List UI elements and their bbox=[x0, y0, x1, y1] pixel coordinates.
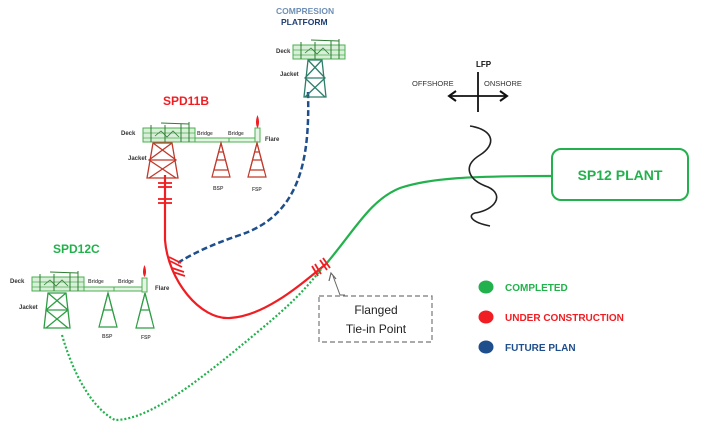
spd12c-deck-icon bbox=[31, 270, 85, 292]
spd12c-deck-label: Deck bbox=[10, 279, 25, 285]
spd11b-title: SPD11B bbox=[163, 94, 209, 108]
spd12c-flare-label: Flare bbox=[155, 286, 170, 292]
under-construction-pipeline bbox=[163, 175, 327, 320]
spd11b-fsp-label: FSP bbox=[252, 187, 262, 193]
spd12c-bsp-label: BSP bbox=[102, 334, 113, 340]
spd11b-platform: SPD11B Deck Jacket Bridge Bridge Flare B… bbox=[121, 94, 280, 193]
completed-pipeline bbox=[325, 174, 554, 265]
legend-label-completed: COMPLETED bbox=[505, 283, 568, 294]
offshore-arrow-icon bbox=[447, 90, 457, 102]
spd12c-bridge-icon bbox=[83, 277, 148, 293]
spd12c-flare-icon bbox=[142, 265, 147, 277]
spd11b-bsp-label: BSP bbox=[213, 186, 224, 192]
legend-swatch-under-construction bbox=[478, 310, 494, 324]
offshore-label: OFFSHORE bbox=[412, 79, 454, 88]
spd11b-jacket-label: Jacket bbox=[128, 156, 147, 162]
break-line-icon bbox=[468, 125, 498, 227]
spd12c-platform: SPD12C Deck Jacket Bridge Bridge Flare B… bbox=[10, 242, 170, 341]
spd12c-fsp-label: FSP bbox=[141, 335, 151, 341]
spd11b-bridge1-label: Bridge bbox=[197, 131, 213, 137]
callout-box bbox=[318, 295, 433, 343]
spd11b-deck-label: Deck bbox=[121, 131, 136, 137]
compression-deck-icon bbox=[292, 38, 346, 60]
spd12c-bridge2-label: Bridge bbox=[118, 279, 134, 285]
spd11b-bsp-icon bbox=[211, 140, 231, 178]
legend-label-under-construction: UNDER CONSTRUCTION bbox=[505, 313, 624, 324]
completed-dotted-pipeline bbox=[60, 267, 323, 422]
legend-swatch-completed bbox=[478, 280, 494, 294]
spd11b-deck-icon bbox=[142, 121, 196, 143]
compression-title-line1: COMPRESION bbox=[276, 6, 334, 16]
legend-swatch-future-plan bbox=[478, 340, 494, 354]
sp12-plant: SP12 PLANT bbox=[551, 148, 689, 201]
compression-jacket-icon bbox=[303, 59, 327, 98]
compression-deck-label: Deck bbox=[276, 49, 291, 55]
onshore-label: ONSHORE bbox=[484, 79, 522, 88]
callout-line2: Tie-in Point bbox=[346, 322, 407, 336]
flange-markers bbox=[158, 182, 331, 277]
spd11b-flare-icon bbox=[255, 115, 260, 128]
tie-in-callout: Flanged Tie-in Point bbox=[318, 271, 433, 343]
legend: COMPLETED UNDER CONSTRUCTION FUTURE PLAN bbox=[478, 280, 624, 354]
spd12c-jacket-label: Jacket bbox=[19, 305, 38, 311]
compression-jacket-label: Jacket bbox=[280, 72, 299, 78]
onshore-arrow-icon bbox=[499, 90, 509, 102]
spd11b-fsp-icon bbox=[247, 140, 267, 178]
spd12c-bsp-icon bbox=[98, 290, 118, 328]
spd12c-bridge1-label: Bridge bbox=[88, 279, 104, 285]
callout-line1: Flanged bbox=[354, 303, 397, 317]
legend-label-future-plan: FUTURE PLAN bbox=[505, 343, 576, 354]
lfp-marker: LFP OFFSHORE ONSHORE bbox=[412, 60, 522, 227]
plant-box bbox=[551, 148, 689, 201]
lfp-label: LFP bbox=[476, 60, 492, 69]
spd11b-bridge2-label: Bridge bbox=[228, 131, 244, 137]
spd12c-fsp-icon bbox=[135, 292, 155, 329]
spd12c-title: SPD12C bbox=[53, 242, 100, 256]
compression-title-line2: PLATFORM bbox=[281, 17, 328, 27]
callout-arrowhead-icon bbox=[328, 271, 337, 282]
plant-label: SP12 PLANT bbox=[578, 167, 663, 183]
spd11b-flare-label: Flare bbox=[265, 137, 280, 143]
future-plan-pipeline bbox=[175, 91, 310, 266]
spd12c-jacket-icon bbox=[43, 292, 71, 329]
callout-pointer bbox=[332, 275, 341, 296]
spd11b-jacket-icon bbox=[146, 142, 179, 179]
compression-platform: COMPRESION PLATFORM Deck Jacket bbox=[276, 6, 346, 98]
